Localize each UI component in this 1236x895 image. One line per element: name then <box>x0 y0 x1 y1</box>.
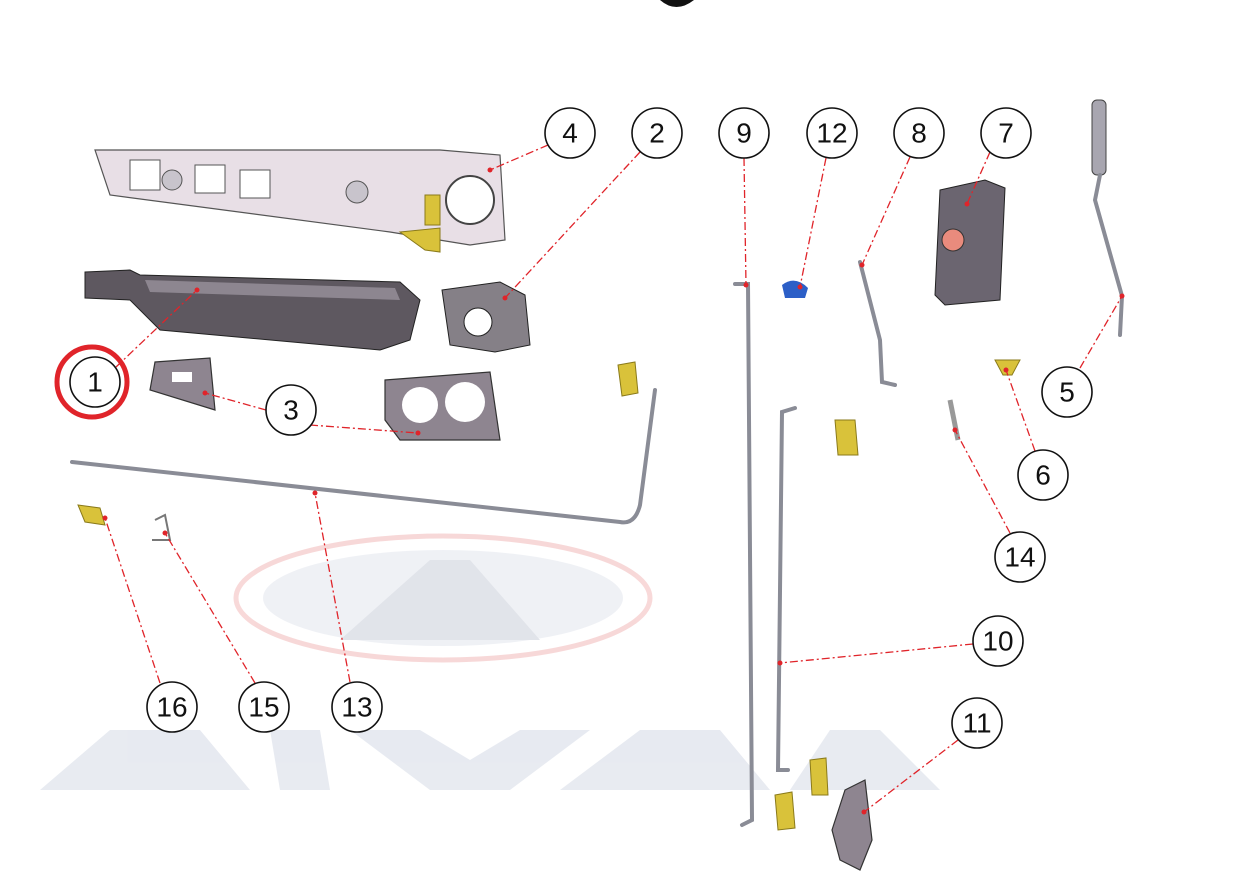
part-10-rod <box>775 406 797 772</box>
rod-clip <box>617 361 639 397</box>
callout-6[interactable]: 6 <box>1017 449 1069 501</box>
callout-label: 14 <box>1004 542 1035 573</box>
callout-15[interactable]: 15 <box>238 681 290 733</box>
part-3-gasket-small <box>149 357 216 411</box>
callout-4[interactable]: 4 <box>544 107 596 159</box>
part-8-rod <box>858 260 897 387</box>
highlight-ring <box>54 344 130 420</box>
callout-label: 7 <box>998 118 1014 149</box>
callout-label: 10 <box>982 626 1013 657</box>
part-12-clip <box>782 280 808 298</box>
callout-10[interactable]: 10 <box>972 615 1024 667</box>
callout-label: 8 <box>911 118 927 149</box>
callout-16[interactable]: 16 <box>146 681 198 733</box>
cropped-logo-fragment <box>660 0 694 7</box>
clip <box>809 757 829 796</box>
leader-lines <box>102 144 1125 815</box>
callout-label: 16 <box>156 692 187 723</box>
part-9-rod <box>733 282 755 827</box>
part-16-clip <box>77 504 106 526</box>
part-11-lever <box>831 779 873 871</box>
part-7-lock-cover <box>934 179 1006 306</box>
part-1-outer-handle <box>84 269 421 351</box>
callout-label: 5 <box>1059 377 1075 408</box>
callout-8[interactable]: 8 <box>893 107 945 159</box>
part-5-lock-cylinder-rod <box>1091 99 1125 337</box>
callout-14[interactable]: 14 <box>994 531 1046 583</box>
callout-3[interactable]: 3 <box>265 384 317 436</box>
callout-label: 4 <box>562 118 578 149</box>
part-4-handle-carrier-bracket <box>94 149 506 253</box>
callout-7[interactable]: 7 <box>980 107 1032 159</box>
callout-label: 9 <box>736 118 752 149</box>
callout-12[interactable]: 12 <box>806 107 858 159</box>
callout-label: 15 <box>248 692 279 723</box>
callout-5[interactable]: 5 <box>1041 366 1093 418</box>
callout-9[interactable]: 9 <box>718 107 770 159</box>
part-6-nut <box>994 359 1021 376</box>
callout-2[interactable]: 2 <box>631 107 683 159</box>
callout-label: 13 <box>341 692 372 723</box>
callout-1[interactable]: 1 <box>54 344 130 420</box>
callout-label: 1 <box>87 367 103 398</box>
callout-label: 6 <box>1035 460 1051 491</box>
callout-label: 12 <box>816 118 847 149</box>
part-13-rod <box>70 388 657 525</box>
callout-label: 3 <box>283 395 299 426</box>
aixam-watermark <box>40 533 940 790</box>
callout-13[interactable]: 13 <box>331 681 383 733</box>
part-15-spring-clip <box>152 513 172 541</box>
callout-label: 2 <box>649 118 665 149</box>
callout-label: 11 <box>962 708 991 739</box>
callout-11[interactable]: 11 <box>951 697 1003 749</box>
clip <box>774 791 796 831</box>
clip <box>834 419 859 456</box>
